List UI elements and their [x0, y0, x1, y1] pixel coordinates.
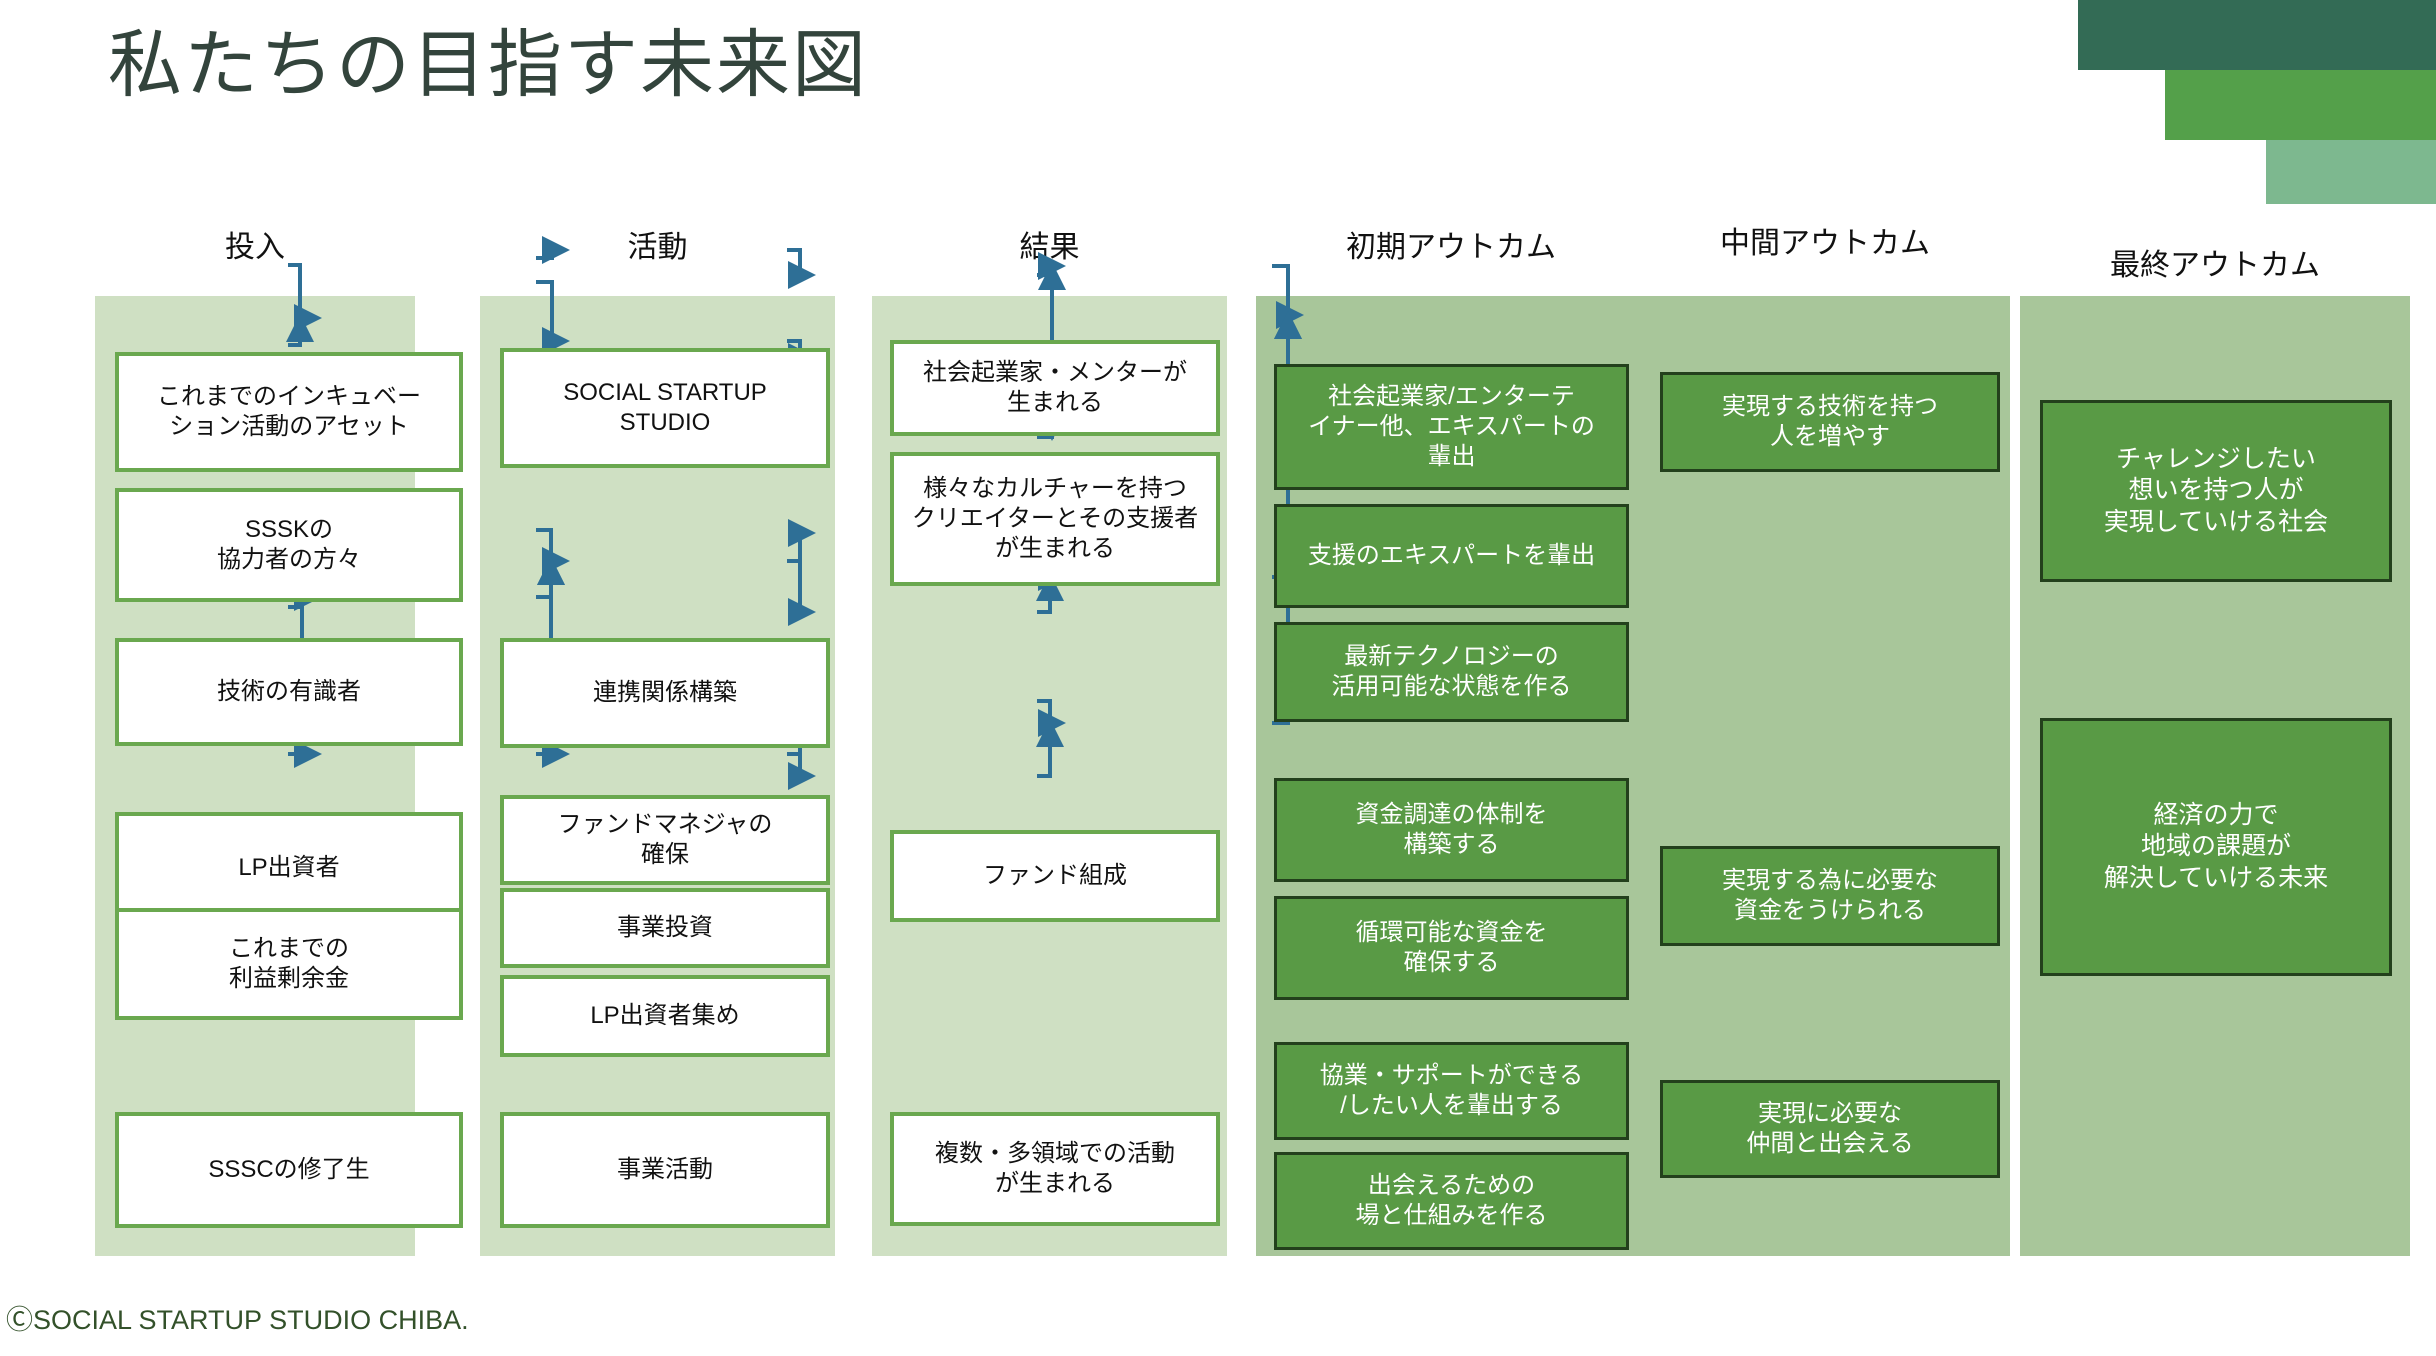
box-activity-2[interactable]: 連携関係構築 [500, 638, 830, 748]
box-initial-outcome-5[interactable]: 循環可能な資金を確保する [1274, 896, 1629, 1000]
box-initial-outcome-2[interactable]: 支援のエキスパートを輩出 [1274, 504, 1629, 608]
box-final-outcome-1[interactable]: チャレンジしたい想いを持つ人が実現していける社会 [2040, 400, 2392, 582]
box-activity-6[interactable]: 事業活動 [500, 1112, 830, 1228]
column-header-activities: 活動 [627, 231, 688, 264]
box-initial-outcome-1[interactable]: 社会起業家/エンターテイナー他、エキスパートの輩出 [1274, 364, 1629, 490]
box-input-3[interactable]: 技術の有識者 [115, 638, 463, 746]
box-output-1[interactable]: 社会起業家・メンターが生まれる [890, 340, 1220, 436]
box-initial-outcome-3[interactable]: 最新テクノロジーの活用可能な状態を作る [1274, 622, 1629, 722]
decoration-bar-mid [2165, 70, 2436, 140]
column-header-outputs: 結果 [1019, 231, 1080, 264]
box-activity-3[interactable]: ファンドマネジャの確保 [500, 795, 830, 885]
page-title: 私たちの目指す未来図 [108, 23, 868, 106]
box-output-4[interactable]: 複数・多領域での活動が生まれる [890, 1112, 1220, 1226]
box-input-6[interactable]: SSSCの修了生 [115, 1112, 463, 1228]
column-header-initial-outcome: 初期アウトカム [1346, 231, 1556, 264]
box-intermediate-outcome-2[interactable]: 実現する為に必要な資金をうけられる [1660, 846, 2000, 946]
box-input-2[interactable]: SSSKの協力者の方々 [115, 488, 463, 602]
box-output-3[interactable]: ファンド組成 [890, 830, 1220, 922]
box-initial-outcome-7[interactable]: 出会えるための場と仕組みを作る [1274, 1152, 1629, 1250]
column-header-intermediate-outcome: 中間アウトカム [1720, 227, 1930, 260]
box-initial-outcome-4[interactable]: 資金調達の体制を構築する [1274, 778, 1629, 882]
box-input-1[interactable]: これまでのインキュベーション活動のアセット [115, 352, 463, 472]
decoration-bar-light [2266, 140, 2436, 204]
box-intermediate-outcome-3[interactable]: 実現に必要な仲間と出会える [1660, 1080, 2000, 1178]
copyright-footer: ⒸSOCIAL STARTUP STUDIO CHIBA. [6, 1305, 469, 1335]
column-header-final-outcome: 最終アウトカム [2110, 249, 2320, 282]
box-activity-4[interactable]: 事業投資 [500, 888, 830, 968]
box-initial-outcome-6[interactable]: 協業・サポートができる/したい人を輩出する [1274, 1042, 1629, 1140]
box-intermediate-outcome-1[interactable]: 実現する技術を持つ人を増やす [1660, 372, 2000, 472]
column-header-inputs: 投入 [225, 231, 285, 264]
box-final-outcome-2[interactable]: 経済の力で地域の課題が解決していける未来 [2040, 718, 2392, 976]
box-activity-5[interactable]: LP出資者集め [500, 975, 830, 1057]
box-input-5[interactable]: これまでの利益剰余金 [115, 908, 463, 1020]
box-output-2[interactable]: 様々なカルチャーを持つクリエイターとその支援者が生まれる [890, 452, 1220, 586]
decoration-bar-dark [2078, 0, 2436, 70]
